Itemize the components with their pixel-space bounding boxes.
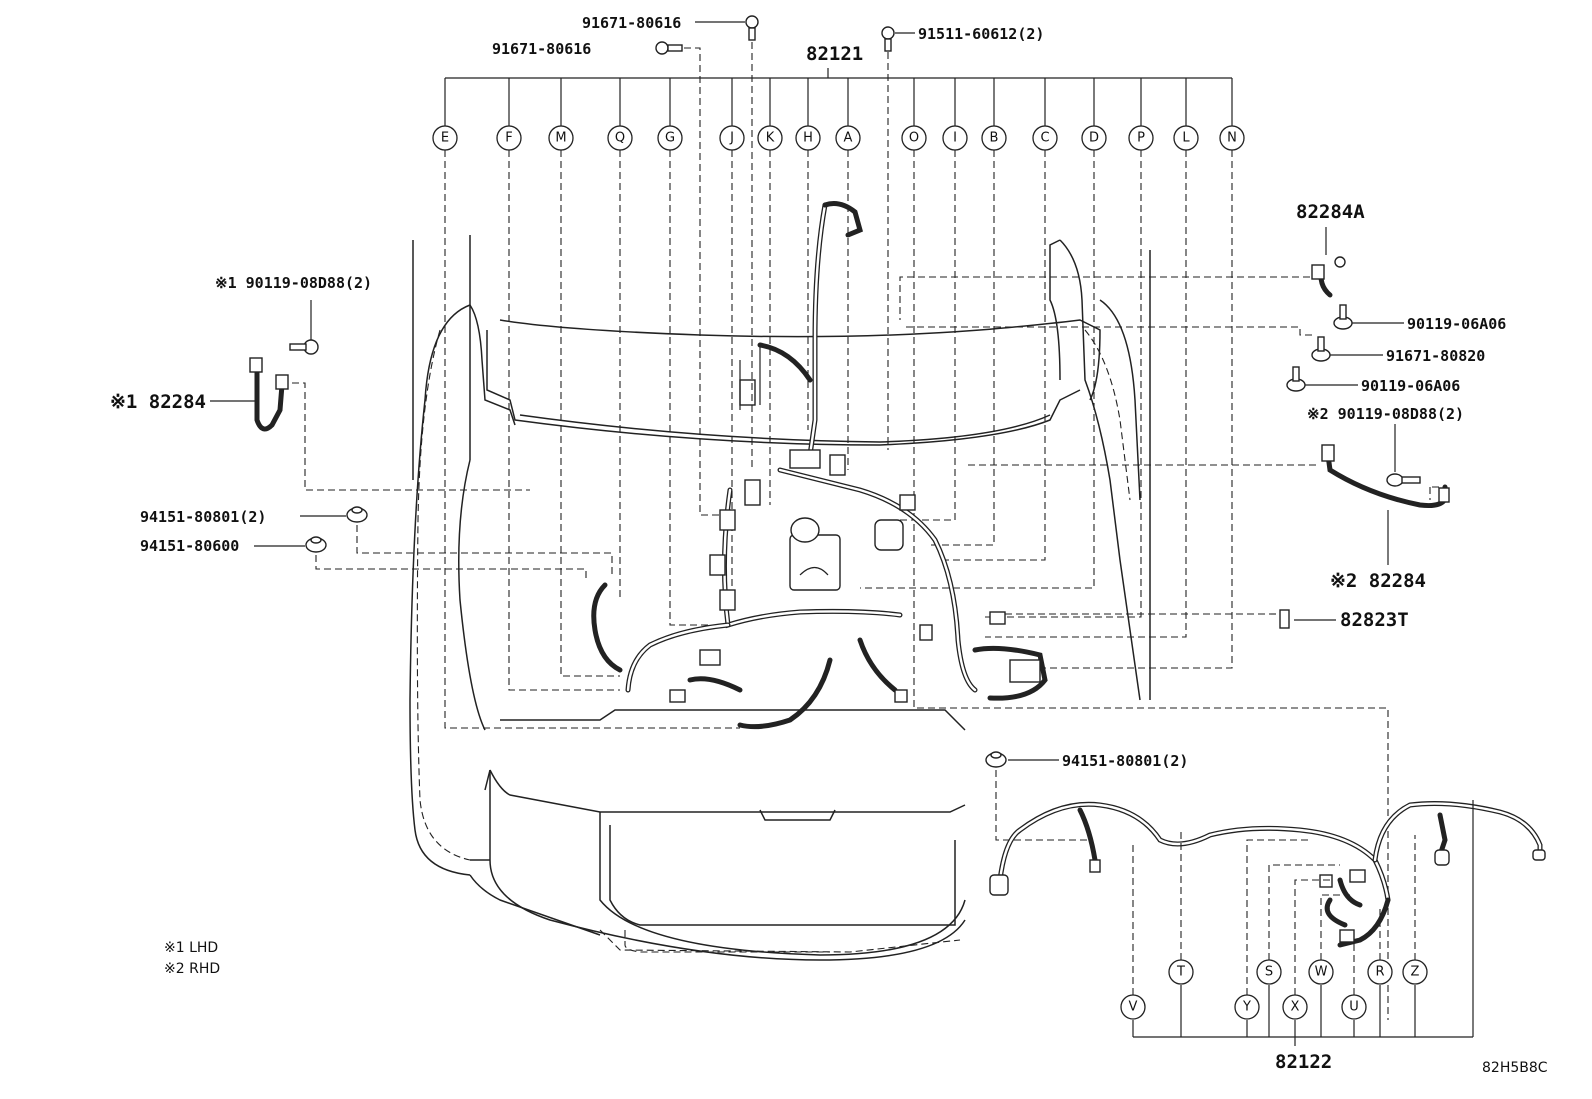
svg-text:B: B <box>990 131 999 146</box>
lhd-bolt-label: ※1 90119-08D88(2) <box>215 274 372 292</box>
svg-text:F: F <box>505 131 512 146</box>
svg-text:G: G <box>665 131 675 146</box>
right-bracket[interactable] <box>899 227 1346 320</box>
right-bolt-1-label: 90119-06A06 <box>1407 315 1506 333</box>
right-bolt-1[interactable] <box>1333 304 1404 330</box>
callout-f[interactable]: F <box>496 125 522 151</box>
right-bolt-2[interactable] <box>905 326 1383 362</box>
top-callouts: E F M Q G J K H A O I B C D P L N <box>432 125 1245 151</box>
svg-text:R: R <box>1375 965 1384 980</box>
front-harness <box>989 801 1546 948</box>
bottom-leader-lines <box>1132 830 1416 995</box>
svg-text:X: X <box>1291 1000 1300 1015</box>
svg-text:O: O <box>909 131 919 146</box>
callout-j[interactable]: J <box>719 125 745 151</box>
svg-text:Q: Q <box>615 131 625 146</box>
svg-text:J: J <box>729 131 734 146</box>
svg-text:L: L <box>1182 131 1190 146</box>
svg-text:C: C <box>1040 131 1049 146</box>
callout-i[interactable]: I <box>942 125 968 151</box>
svg-text:V: V <box>1129 1000 1138 1015</box>
callout-n[interactable]: N <box>1219 125 1245 151</box>
callout-a[interactable]: A <box>835 125 861 151</box>
callout-k[interactable]: K <box>757 125 783 151</box>
rhd-bolt[interactable] <box>1386 424 1421 487</box>
svg-text:U: U <box>1349 1000 1359 1015</box>
svg-text:W: W <box>1315 965 1328 980</box>
nut-left-1[interactable] <box>300 506 613 575</box>
svg-text:P: P <box>1137 131 1145 146</box>
bottom-assembly-part-no: 82122 <box>1275 1051 1332 1073</box>
callout-c[interactable]: C <box>1032 125 1058 151</box>
nut-left-1-label: 94151-80801(2) <box>140 508 266 526</box>
right-bolt-3[interactable] <box>1286 366 1358 392</box>
callout-m[interactable]: M <box>548 125 574 151</box>
callout-r[interactable]: R <box>1367 959 1393 985</box>
top-assembly-bracket <box>444 68 1233 126</box>
lhd-cable[interactable] <box>210 357 530 491</box>
svg-text:T: T <box>1176 965 1185 980</box>
note-lhd: ※1 LHD <box>164 940 218 956</box>
right-bolt-2-label: 91671-80820 <box>1386 347 1485 365</box>
right-bracket-label: 82284A <box>1296 201 1365 223</box>
svg-text:Z: Z <box>1411 965 1420 980</box>
engine-room-harness <box>591 201 1048 730</box>
bolt-top-left-label: 91671-80616 <box>492 40 591 58</box>
rhd-cable-label: ※2 82284 <box>1330 570 1426 592</box>
svg-text:E: E <box>441 131 449 146</box>
right-bolt-3-label: 90119-06A06 <box>1361 377 1460 395</box>
callout-g[interactable]: G <box>657 125 683 151</box>
bolt-top-left[interactable] <box>655 41 720 516</box>
rhd-bolt-label: ※2 90119-08D88(2) <box>1307 405 1464 423</box>
note-rhd: ※2 RHD <box>164 961 220 977</box>
nut-bottom-label: 94151-80801(2) <box>1062 752 1188 770</box>
callout-b[interactable]: B <box>981 125 1007 151</box>
callout-q[interactable]: Q <box>607 125 633 151</box>
bolt-top-center[interactable] <box>695 15 759 470</box>
callout-p[interactable]: P <box>1128 125 1154 151</box>
svg-text:I: I <box>953 131 957 146</box>
bottom-callouts: V T Y S X W U R Z <box>1120 959 1428 1020</box>
nut-left-2-label: 94151-80600 <box>140 537 239 555</box>
svg-text:Y: Y <box>1242 1000 1251 1015</box>
callout-o[interactable]: O <box>901 125 927 151</box>
callout-s[interactable]: S <box>1256 959 1282 985</box>
callout-v[interactable]: V <box>1120 994 1146 1020</box>
callout-d[interactable]: D <box>1081 125 1107 151</box>
rhd-cable[interactable] <box>965 444 1450 565</box>
callout-z[interactable]: Z <box>1402 959 1428 985</box>
svg-text:A: A <box>844 131 853 146</box>
callout-l[interactable]: L <box>1173 125 1199 151</box>
callout-t[interactable]: T <box>1168 959 1194 985</box>
bolt-top-center-label: 91671-80616 <box>582 14 681 32</box>
nut-left-2[interactable] <box>254 536 587 580</box>
lhd-bolt[interactable] <box>289 300 319 355</box>
callout-x[interactable]: X <box>1282 994 1308 1020</box>
bolt-top-right-label: 91511-60612(2) <box>918 25 1044 43</box>
callout-e[interactable]: E <box>432 125 458 151</box>
nut-bottom[interactable] <box>985 751 1090 841</box>
bolt-top-right[interactable] <box>881 26 915 450</box>
bottom-assembly-bracket <box>1132 800 1474 1046</box>
svg-text:K: K <box>766 131 775 146</box>
lhd-cable-label: ※1 82284 <box>110 391 206 413</box>
right-clip[interactable] <box>1002 609 1336 629</box>
callout-w[interactable]: W <box>1308 959 1334 985</box>
svg-text:N: N <box>1227 131 1237 146</box>
diagram-reference-code: 82H5B8C <box>1482 1060 1548 1076</box>
callout-u[interactable]: U <box>1341 994 1367 1020</box>
top-assembly-part-no: 82121 <box>806 43 863 65</box>
vehicle-body-outline <box>409 235 1151 961</box>
callout-h[interactable]: H <box>795 125 821 151</box>
svg-text:D: D <box>1089 131 1099 146</box>
svg-text:M: M <box>555 131 566 146</box>
svg-text:H: H <box>803 131 813 146</box>
right-clip-label: 82823T <box>1340 609 1409 631</box>
callout-y[interactable]: Y <box>1234 994 1260 1020</box>
svg-text:S: S <box>1265 965 1273 980</box>
